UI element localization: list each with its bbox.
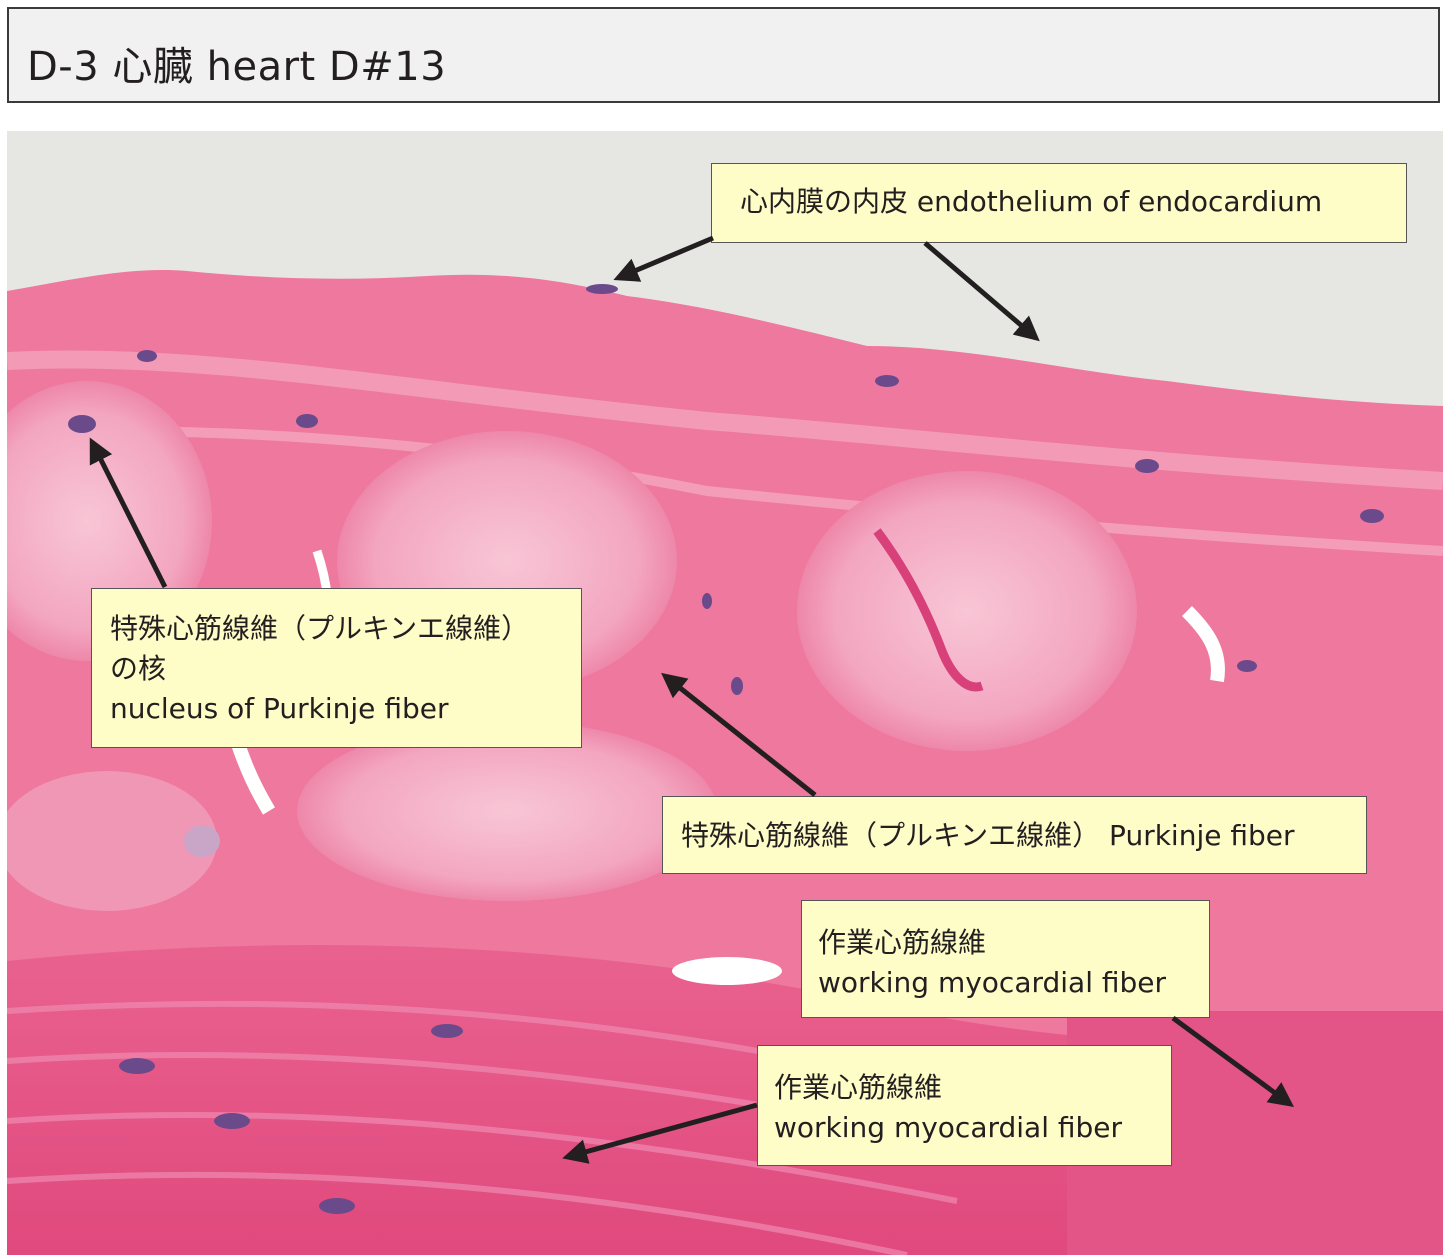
label-line: 特殊心筋線維（プルキンエ線維） Purkinje fiber	[681, 819, 1295, 852]
title-box: D-3 心臓 heart D#13	[7, 7, 1440, 103]
purkinje-fiber	[7, 771, 217, 911]
purkinje-fiber	[297, 721, 717, 901]
label-line: working myocardial fiber	[774, 1111, 1123, 1144]
label-line: 特殊心筋線維（プルキンエ線維）	[110, 612, 530, 645]
nucleus	[214, 1113, 250, 1129]
nucleus	[1135, 459, 1159, 473]
nucleus	[319, 1198, 355, 1214]
figure-title: D-3 心臓 heart D#13	[27, 44, 447, 90]
nucleus	[137, 350, 157, 362]
tissue-cleft	[1182, 606, 1225, 683]
nucleus	[702, 593, 712, 609]
label-purkinje-nucleus: 特殊心筋線維（プルキンエ線維） の核 nucleus of Purkinje f…	[91, 588, 582, 748]
nucleus	[1360, 509, 1384, 523]
nucleus	[731, 677, 743, 695]
label-line: working myocardial fiber	[818, 966, 1167, 999]
label-line: 作業心筋線維	[774, 1071, 943, 1104]
purkinje-fiber-fold	[873, 528, 984, 692]
label-working-myocardium-1: 作業心筋線維 working myocardial fiber	[801, 900, 1210, 1018]
label-line: の核	[110, 652, 167, 685]
nucleus	[1237, 660, 1257, 672]
nucleus	[68, 415, 96, 433]
nucleus	[586, 284, 618, 294]
nucleus	[184, 825, 220, 857]
tissue-cleft	[230, 738, 276, 815]
nucleus	[119, 1058, 155, 1074]
connective-streak	[106, 426, 1443, 556]
label-line: nucleus of Purkinje fiber	[110, 692, 449, 725]
muscle-band	[7, 1111, 958, 1204]
nucleus	[875, 375, 899, 387]
muscle-band	[7, 1171, 908, 1255]
label-endothelium: 心内膜の内皮 endothelium of endocardium	[711, 163, 1407, 243]
label-purkinje-fiber: 特殊心筋線維（プルキンエ線維） Purkinje fiber	[662, 796, 1367, 874]
nucleus	[296, 414, 318, 428]
label-line: 作業心筋線維	[818, 926, 987, 959]
nucleus	[431, 1024, 463, 1038]
muscle-gap	[672, 957, 782, 985]
purkinje-fiber	[797, 471, 1137, 751]
label-working-myocardium-2: 作業心筋線維 working myocardial fiber	[757, 1045, 1172, 1166]
label-line: 心内膜の内皮 endothelium of endocardium	[740, 185, 1323, 218]
connective-streak	[7, 350, 1443, 490]
